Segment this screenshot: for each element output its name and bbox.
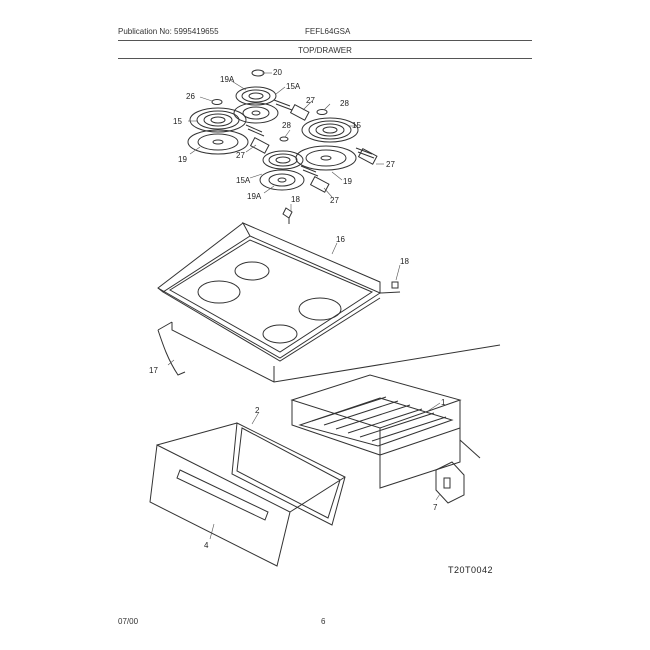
surface-element-bottom-small: [259, 150, 319, 191]
callout-15-left: 15: [173, 117, 182, 126]
callout-27-top: 27: [306, 96, 315, 105]
drawer-inner-panel: [231, 422, 346, 526]
drawing-code: T20T0042: [448, 565, 494, 575]
drawer-body: [290, 374, 481, 489]
callout-15a-bottom: 15A: [236, 176, 251, 185]
callout-27-bottom: 27: [330, 196, 339, 205]
section-title: TOP/DRAWER: [298, 46, 352, 55]
callout-18-right: 18: [400, 257, 409, 266]
callout-26: 26: [186, 92, 195, 101]
callout-27-midleft: 27: [236, 151, 245, 160]
callout-labels: 20 19A 15A 26 27 28 15 15 19 27 28 27 15…: [149, 68, 446, 550]
callout-28-mid: 28: [282, 121, 291, 130]
cooktop: [157, 221, 501, 383]
drawer-front-panel: [149, 444, 291, 567]
title-rule: [118, 58, 532, 59]
callout-15-right: 15: [352, 121, 361, 130]
surface-element-left-large: [187, 107, 265, 155]
surface-element-top-small: [233, 86, 293, 124]
publication-number: Publication No: 5995419655: [118, 27, 219, 36]
callout-1: 1: [441, 398, 446, 407]
callout-7: 7: [433, 503, 438, 512]
callout-28-right: 28: [340, 99, 349, 108]
callout-27-right: 27: [386, 160, 395, 169]
drawer-glide-bracket: [435, 461, 465, 504]
model-number: FEFL64GSA: [305, 27, 351, 36]
anti-tip-bracket: [157, 329, 186, 376]
callout-20: 20: [273, 68, 282, 77]
footer-date: 07/00: [118, 617, 139, 626]
callout-15a-top: 15A: [286, 82, 301, 91]
terminal-block-parts: [211, 69, 378, 224]
surface-element-right-large: [295, 117, 375, 171]
page-number: 6: [321, 617, 326, 626]
callout-19-right: 19: [343, 177, 352, 186]
header-rule: [118, 40, 532, 41]
callout-4: 4: [204, 541, 209, 550]
callout-2: 2: [255, 406, 260, 415]
callout-17: 17: [149, 366, 158, 375]
callout-19a-top: 19A: [220, 75, 235, 84]
callout-18-top: 18: [291, 195, 300, 204]
callout-19a-bottom: 19A: [247, 192, 262, 201]
callout-16: 16: [336, 235, 345, 244]
leader-lines: [167, 72, 441, 540]
callout-19-left: 19: [178, 155, 187, 164]
